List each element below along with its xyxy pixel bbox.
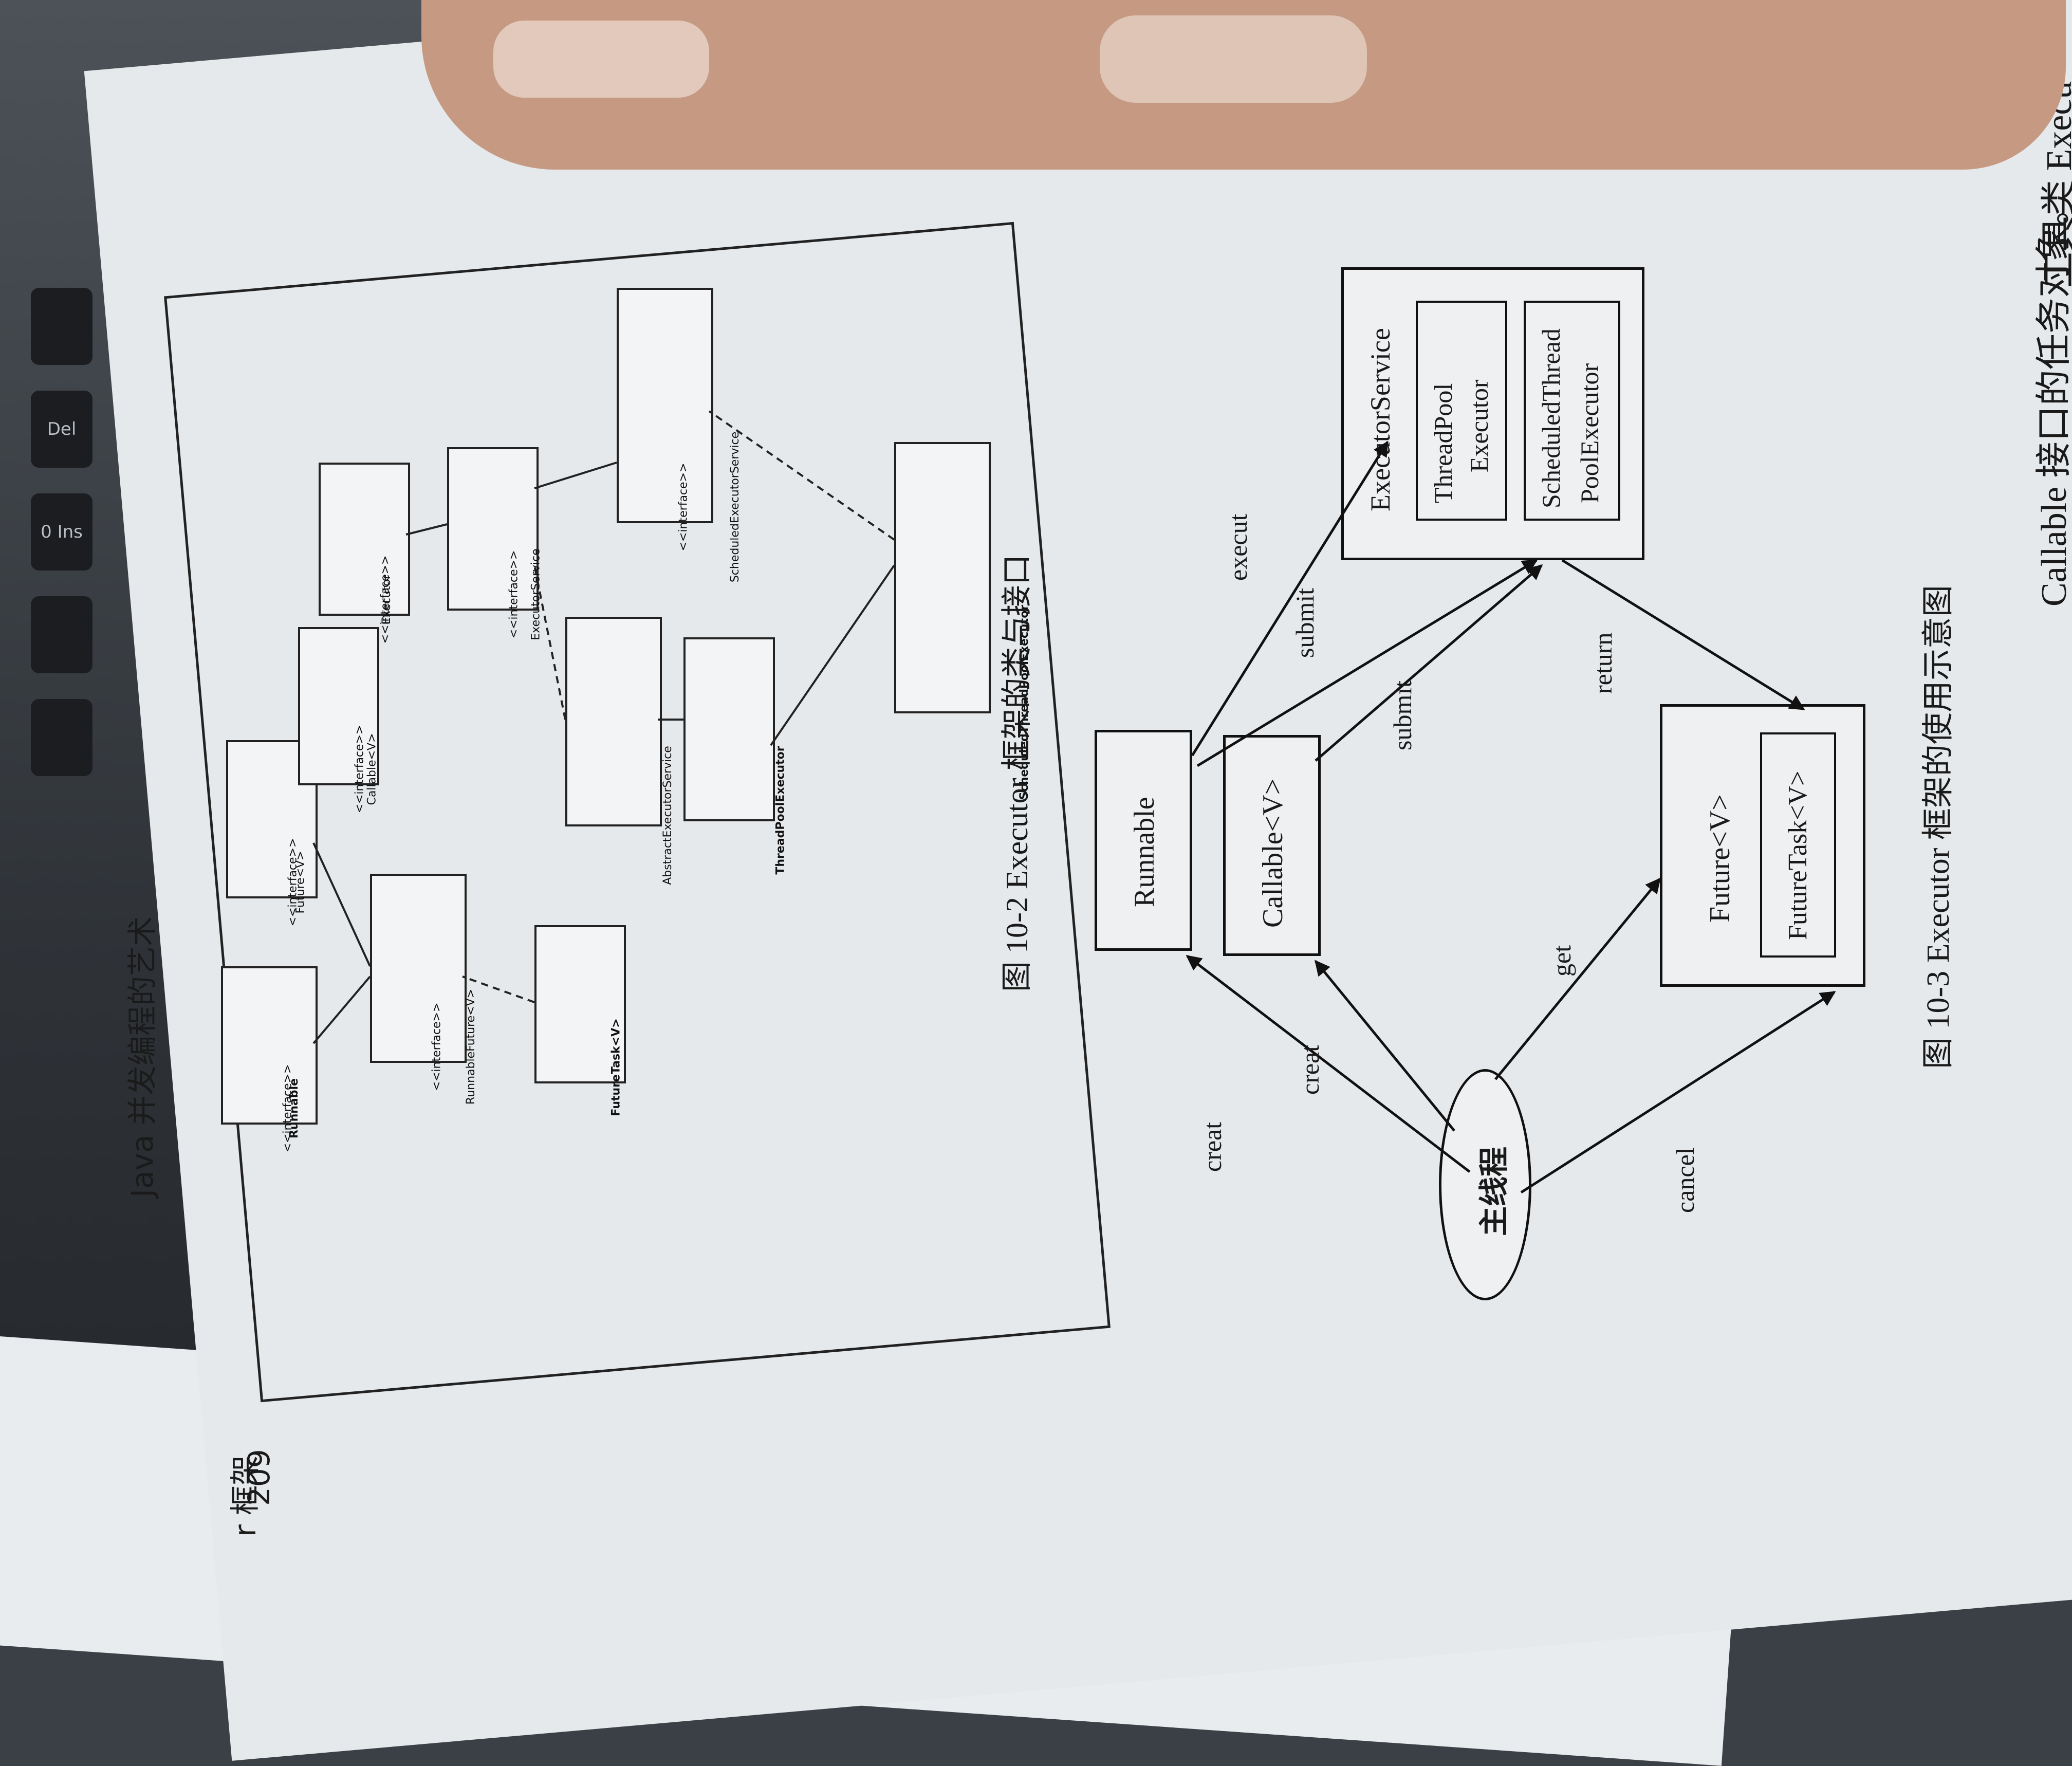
uml-class-executor-service: <<interface>> ExecutorService	[447, 447, 543, 640]
keyboard-key-del: Del	[31, 391, 92, 468]
future-task-box: FutureTask<V>	[1760, 732, 1836, 958]
future-box: Future<V> FutureTask<V>	[1660, 704, 1865, 987]
edge-creat-1: creat	[1198, 1121, 1227, 1172]
uml-class-callable: <<interface>> Callable<V>	[298, 627, 379, 813]
edge-submit-1: submit	[1290, 587, 1319, 658]
callable-box: Callable<V>	[1223, 735, 1321, 956]
keyboard-key	[31, 699, 92, 776]
main-thread-ellipse: 主线程	[1439, 1069, 1531, 1300]
edge-get: get	[1547, 945, 1576, 977]
uml-class-thread-pool-executor: ThreadPoolExecutor	[683, 637, 787, 875]
uml-class-abstract-executor-service: AbstractExecutorService	[565, 617, 674, 885]
scheduled-thread-pool-executor-box: ScheduledThread PoolExecutor	[1524, 301, 1620, 521]
uml-class-runnable: <<interface>> Runnable	[221, 966, 318, 1152]
runnable-box: Runnable	[1095, 730, 1192, 951]
uml-class-future-task: FutureTask<V>	[534, 925, 626, 1116]
uml-class-executor: <<interface>> Executor	[319, 463, 410, 643]
hand	[421, 0, 2066, 170]
figure-10-3-arrows	[1186, 440, 1836, 1194]
keyboard-key-ins: 0 Ins	[31, 493, 92, 571]
executor-service-box: ExecutorService ThreadPool Executor Sche…	[1341, 267, 1644, 560]
keyboard-key	[31, 596, 92, 673]
uml-class-runnable-future: <<interface>> RunnableFuture<V>	[370, 874, 477, 1105]
edge-cancel: cancel	[1671, 1147, 1699, 1213]
edge-execut: execut	[1224, 513, 1252, 581]
thread-pool-executor-box: ThreadPool Executor	[1416, 301, 1507, 521]
figure-10-3-caption: 图 10-3 Executor 框架的使用示意图	[1921, 585, 1956, 1069]
figure-10-2-connectors	[312, 410, 895, 1044]
keyboard-key	[31, 288, 92, 365]
edge-submit-2: submit	[1388, 680, 1417, 750]
uml-class-scheduled-executor-service: <<interface>> ScheduledExecutorService	[617, 288, 742, 582]
edge-return: return	[1588, 632, 1617, 694]
book-content: Java 并发编程的艺术 209 r 框架 pkg <<interface>> …	[125, 81, 2072, 1537]
edge-creat-2: creat	[1296, 1044, 1324, 1095]
uml-class-scheduled-thread-pool-executor: ScheduledThreadPoolExecutor	[894, 442, 1031, 800]
